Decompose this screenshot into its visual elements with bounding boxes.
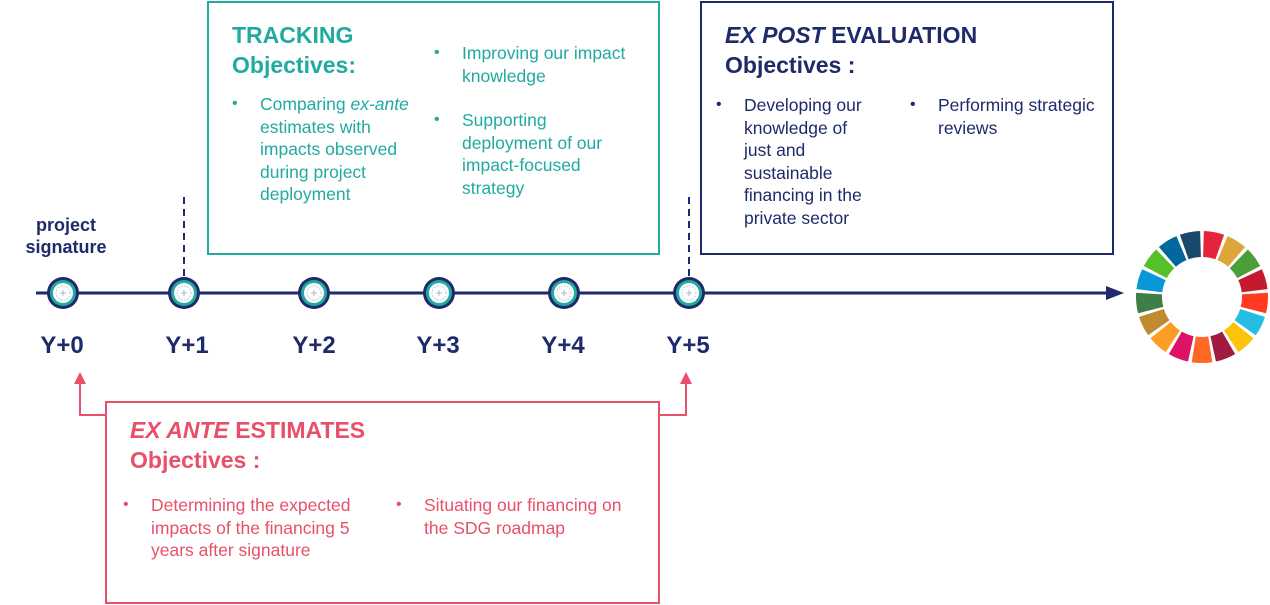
tracking-objective-item: Comparing ex-ante estimates with impacts… [232,93,427,206]
year-label-y4: Y+4 [541,332,585,359]
ex-post-title: EX POST EVALUATION Objectives : [725,20,977,80]
ex-ante-title-line1: EX ANTE ESTIMATES [130,417,366,443]
sdg-wheel-segment [1203,231,1225,260]
sdg-wheel-segment [1168,331,1194,362]
tracking-objective-item: Supporting deployment of our impact-focu… [434,109,634,199]
arrow-up-icon [680,372,692,384]
sdg-wheel-segment [1136,292,1164,314]
ex-post-title-line2: Objectives : [725,52,856,78]
timeline-nodes [47,277,705,309]
tracking-title-line2: Objectives: [232,52,356,78]
ex-post-objective-item: Performing strategic reviews [910,94,1100,139]
ex-post-objective-item: Developing our knowledge of just and sus… [716,94,878,229]
ex-ante-connector-left [79,380,105,416]
year-label-y0: Y+0 [40,332,84,359]
tracking-title-line1: TRACKING [232,22,354,48]
sdg-wheel-segment [1229,249,1261,279]
ex-ante-objective-item: Determining the expected impacts of the … [123,494,353,562]
timeline-arrow-head-icon [1106,286,1124,300]
ex-ante-title-line2: Objectives : [130,447,261,473]
sdg-wheel-segment [1136,269,1166,293]
tracking-box: TRACKING Objectives: Comparing ex-ante e… [207,1,660,255]
ex-post-objectives-col2: Performing strategic reviews [910,94,1100,139]
year-label-y2: Y+2 [292,332,336,359]
sdg-wheel-segment [1191,336,1213,364]
ex-ante-objectives-col1: Determining the expected impacts of the … [123,494,353,562]
timeline-node-icon [47,277,79,309]
tracking-objectives-col2: Improving our impact knowledge Supportin… [434,42,634,199]
year-label-y5: Y+5 [666,332,710,359]
ex-ante-objectives-col2: Situating our financing on the SDG roadm… [396,494,626,539]
sdg-wheel-segment [1210,331,1236,362]
tracking-objective-item: Improving our impact knowledge [434,42,634,87]
ex-post-title-line1: EX POST EVALUATION [725,22,978,48]
ex-ante-title: EX ANTE ESTIMATES Objectives : [130,415,365,475]
sdg-wheel-segment [1224,321,1254,353]
sdg-wheel-segment [1150,321,1180,353]
year-label-y1: Y+1 [165,332,209,359]
ex-post-objectives-col1: Developing our knowledge of just and sus… [716,94,878,229]
tracking-objectives-col1: Comparing ex-ante estimates with impacts… [232,93,427,206]
timeline-node-icon [298,277,330,309]
ex-ante-connector-right [660,380,687,416]
sdg-wheel-segment [1158,236,1187,267]
ex-post-box: EX POST EVALUATION Objectives : Developi… [700,1,1114,255]
ex-ante-box: EX ANTE ESTIMATES Objectives : Determini… [105,401,660,604]
sdg-wheel-segment [1143,249,1175,279]
sdg-wheel-segment [1238,269,1268,293]
sdg-wheel-segment [1179,231,1201,260]
timeline-node-icon [423,277,455,309]
timeline-node-icon [168,277,200,309]
sdg-wheel-segment [1139,309,1170,336]
arrow-up-icon [74,372,86,384]
sdg-wheel-icon [1136,231,1268,364]
sdg-wheel-segment [1234,309,1265,336]
tracking-title: TRACKING Objectives: [232,20,356,80]
sdg-wheel-segment [1240,292,1268,314]
project-signature-label: project signature [25,215,107,257]
ex-ante-objective-item: Situating our financing on the SDG roadm… [396,494,626,539]
sdg-wheel-segment [1217,236,1246,267]
timeline-node-icon [548,277,580,309]
timeline-node-icon [673,277,705,309]
year-label-y3: Y+3 [416,332,460,359]
